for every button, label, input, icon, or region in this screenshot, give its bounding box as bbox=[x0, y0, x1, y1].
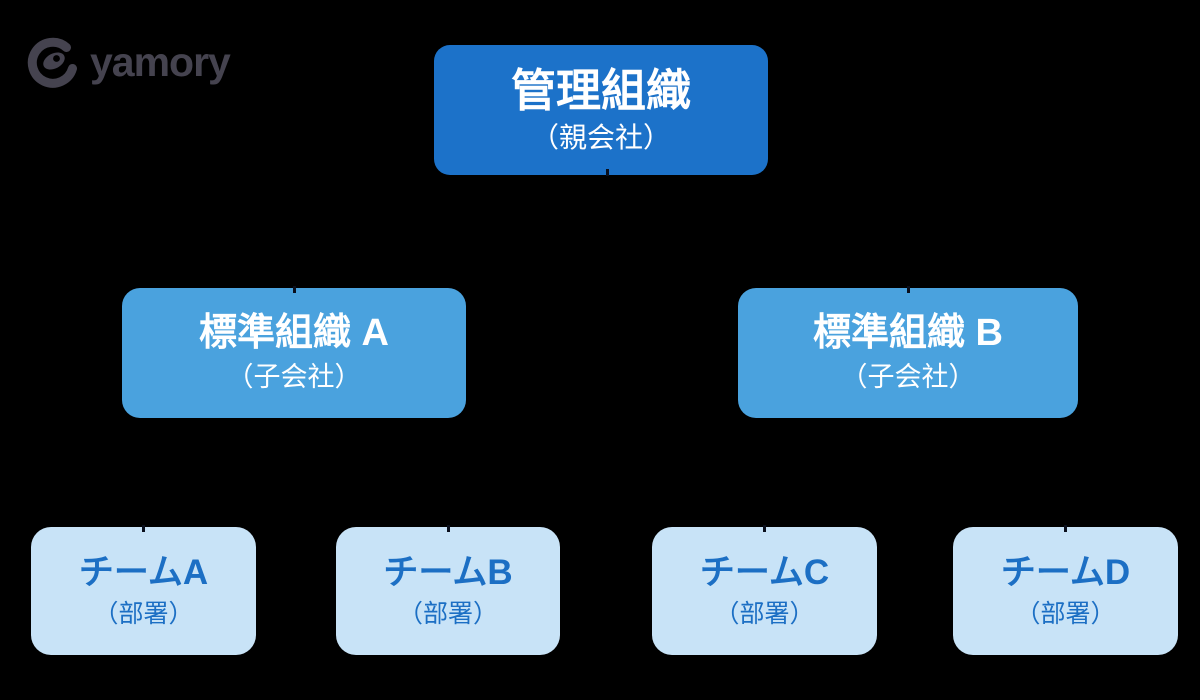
org-node-subtitle: （部署） bbox=[1015, 600, 1116, 629]
org-node-team-a: チームA （部署） bbox=[31, 527, 256, 655]
org-node-standard-a: 標準組織 A （子会社） bbox=[122, 288, 466, 418]
org-node-title: チームA bbox=[78, 552, 209, 592]
connector-stub bbox=[907, 286, 910, 293]
org-node-title: チームD bbox=[1000, 552, 1131, 592]
org-node-subtitle: （親会社） bbox=[530, 122, 671, 154]
org-node-subtitle: （部署） bbox=[93, 600, 194, 629]
org-node-subtitle: （部署） bbox=[714, 600, 815, 629]
org-node-subtitle: （部署） bbox=[397, 600, 498, 629]
org-node-standard-b: 標準組織 B （子会社） bbox=[738, 288, 1078, 418]
org-node-management: 管理組織 （親会社） bbox=[434, 45, 768, 175]
connector-stub bbox=[606, 169, 609, 176]
org-node-team-d: チームD （部署） bbox=[953, 527, 1178, 655]
org-node-title: チームC bbox=[699, 552, 830, 592]
yamory-eye-icon bbox=[26, 34, 82, 95]
org-node-title: 管理組織 bbox=[510, 65, 691, 117]
yamory-logo-text: yamory bbox=[90, 39, 231, 85]
org-node-team-c: チームC （部署） bbox=[652, 527, 877, 655]
connector-stub bbox=[447, 525, 450, 532]
connector-stub bbox=[1064, 525, 1067, 532]
org-node-team-b: チームB （部署） bbox=[336, 527, 560, 655]
org-node-title: 標準組織 B bbox=[812, 312, 1003, 355]
connector-stub bbox=[142, 525, 145, 532]
yamory-logo: yamory bbox=[26, 34, 231, 95]
org-node-subtitle: （子会社） bbox=[840, 362, 976, 393]
connector-stub bbox=[293, 286, 296, 293]
org-node-title: 標準組織 A bbox=[198, 312, 389, 355]
connector-stub bbox=[763, 525, 766, 532]
org-node-title: チームB bbox=[383, 552, 513, 592]
org-node-subtitle: （子会社） bbox=[226, 362, 362, 393]
